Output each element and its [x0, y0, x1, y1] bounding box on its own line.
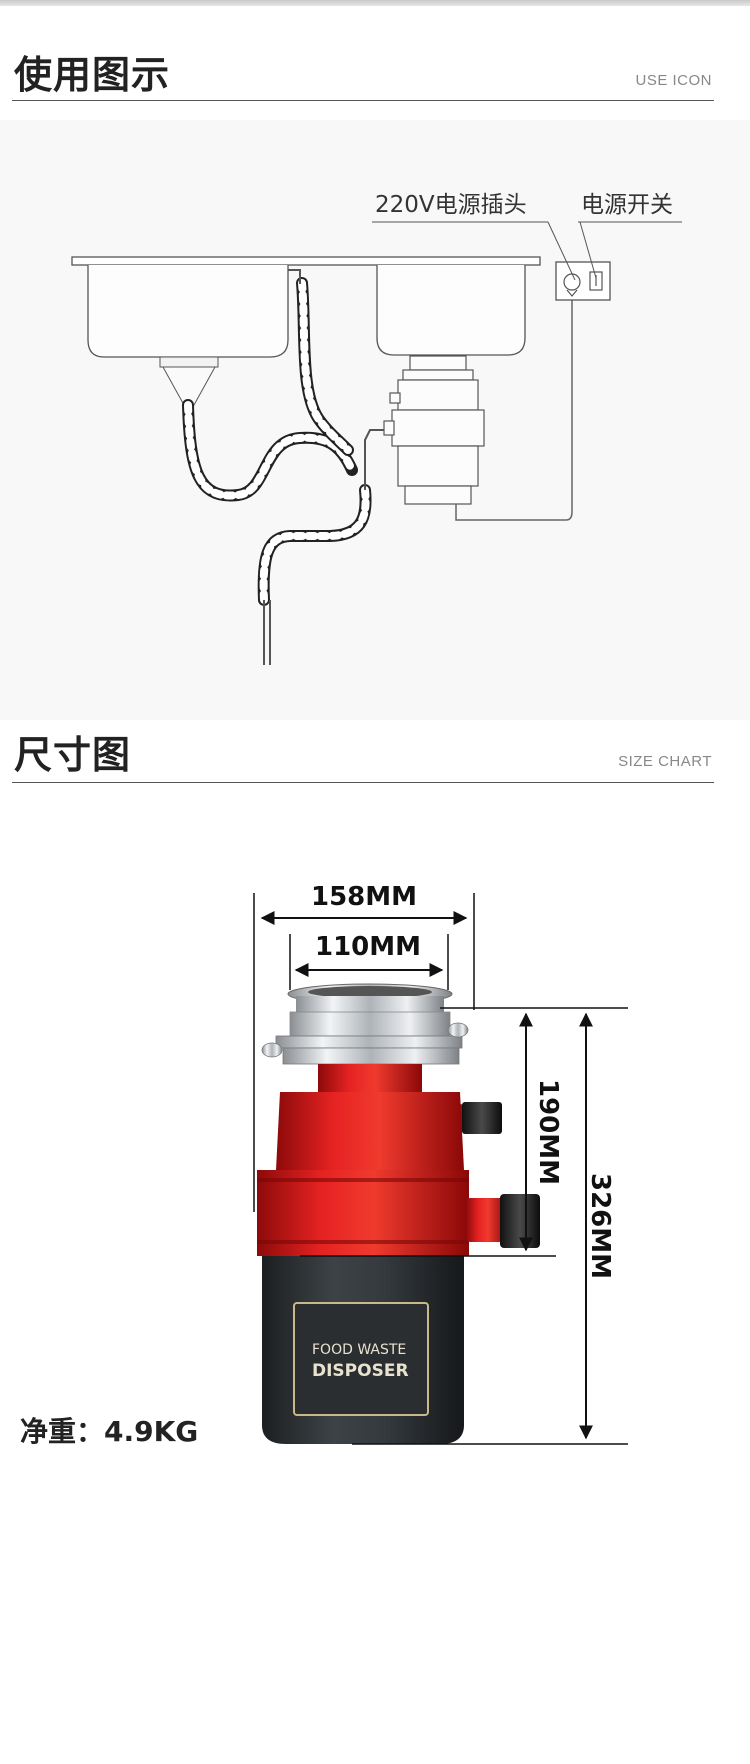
- usage-section-title: 使用图示: [14, 53, 171, 97]
- width-158-label: 158MM: [311, 882, 417, 912]
- overflow-elbow: [288, 269, 301, 284]
- product-label-line1: FOOD WASTE: [312, 1342, 406, 1358]
- usage-section-subtitle: USE ICON: [635, 72, 712, 89]
- product-label-line2: DISPOSER: [312, 1361, 409, 1381]
- dimension-annotations: 158MM 110MM 190MM 326MM: [253, 882, 628, 1445]
- size-section-subtitle: SIZE CHART: [618, 753, 712, 770]
- drain-hoses: [182, 277, 372, 606]
- plug-label: 220V电源插头: [375, 192, 527, 218]
- top-strip: [0, 0, 750, 6]
- left-basin: [87, 265, 289, 358]
- right-basin: [376, 265, 526, 356]
- height-326-label: 326MM: [585, 1173, 615, 1279]
- switch-label: 电源开关: [581, 192, 673, 218]
- size-section-title: 尺寸图: [14, 733, 132, 777]
- left-strainer: [159, 356, 219, 368]
- disposer-small: [383, 355, 485, 505]
- size-section-rule: [12, 782, 714, 783]
- usage-diagram-background: [0, 120, 750, 720]
- wall-socket: [555, 261, 611, 301]
- disposer-product-photo: FOOD WASTE DISPOSER: [257, 983, 540, 1444]
- net-weight: 净重：4.9KG: [20, 1415, 199, 1448]
- sink-diagram: 220V电源插头 电源开关: [71, 192, 682, 665]
- height-190-label: 190MM: [533, 1079, 563, 1185]
- width-110-label: 110MM: [315, 932, 421, 962]
- usage-section-rule: [12, 100, 714, 101]
- plug-icon: [563, 273, 581, 291]
- power-cable: [455, 300, 573, 521]
- product-label-panel: [293, 1302, 429, 1416]
- countertop: [71, 256, 541, 266]
